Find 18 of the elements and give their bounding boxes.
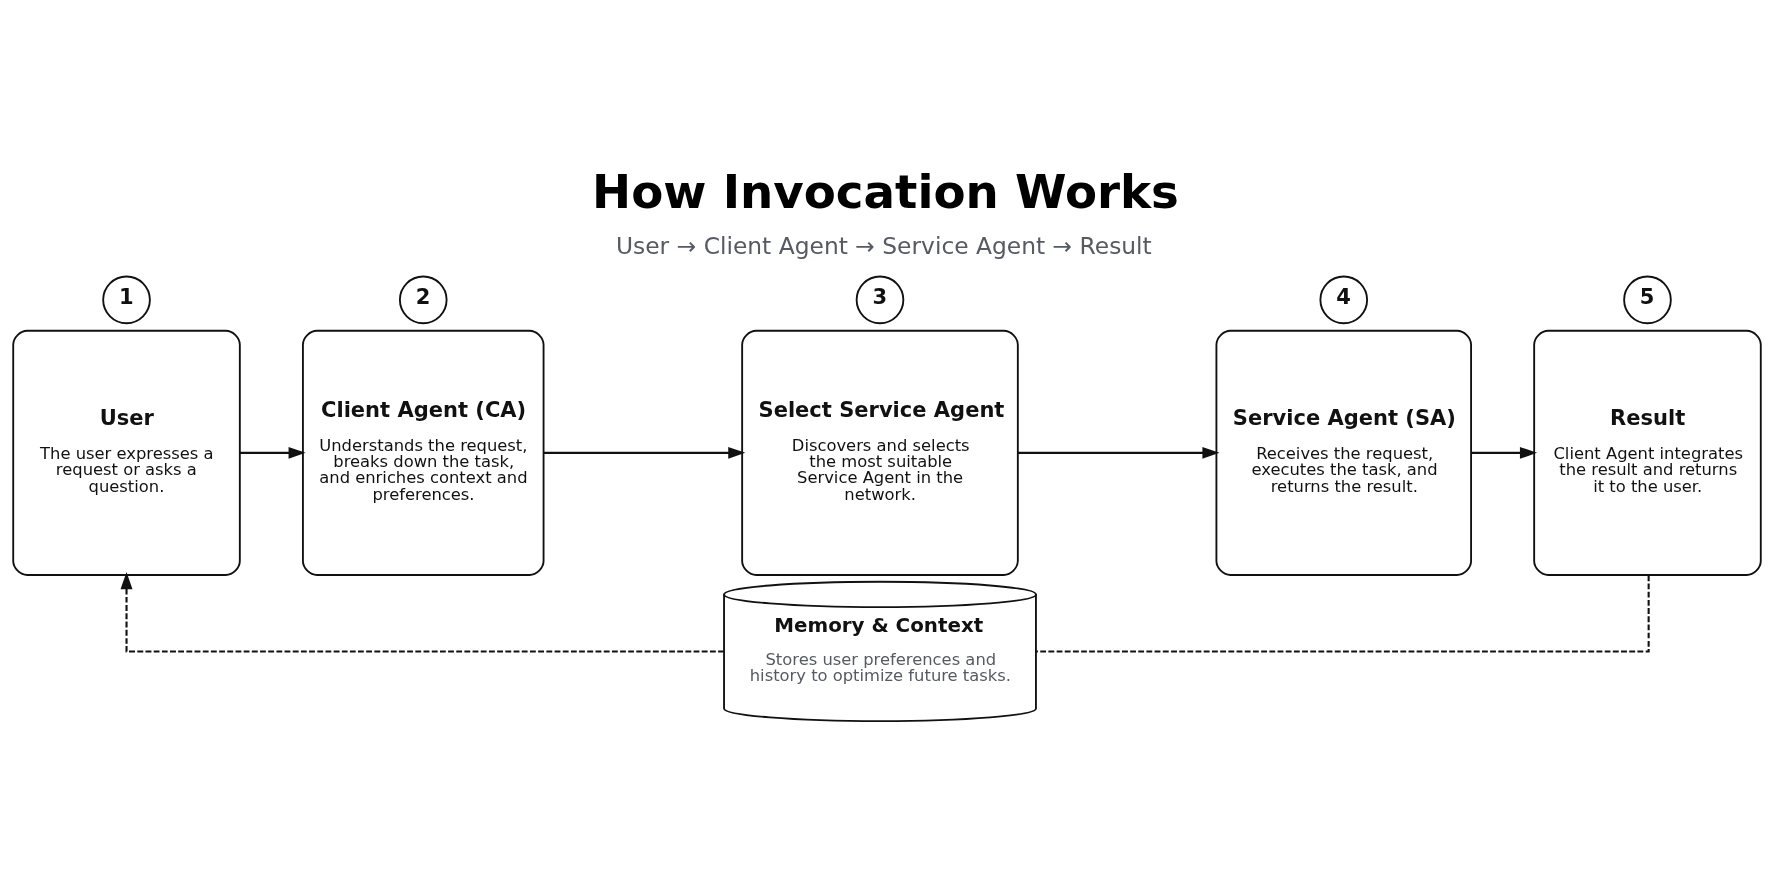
node-box: User The user expresses a request or asks a question. <box>12 329 241 576</box>
node-box: Client Agent (CA) Understands the request, breaks down the task, and enriches context and preferences. <box>302 329 545 576</box>
arrow <box>1017 446 1220 459</box>
node-circle: 5 <box>1623 275 1672 324</box>
arrow <box>543 446 746 459</box>
node-box: Select Service Agent Discovers and selects the most suitable Service Agent in the network. <box>741 329 1019 576</box>
node-circle: 3 <box>855 275 905 324</box>
node-circle: 1 <box>102 275 151 324</box>
arrow <box>1471 446 1537 459</box>
diagram-title: How Invocation Works <box>592 164 1179 219</box>
arrow <box>120 571 724 652</box>
node-box: Result Client Agent integrates the result and returns it to the user. <box>1533 329 1762 576</box>
node-circle: 2 <box>398 275 448 324</box>
node-circle: 4 <box>1319 275 1369 324</box>
label: User → Client Agent → Service Agent → Result <box>615 231 1152 260</box>
node-box: Service Agent (SA) Receives the request, executes the task, and returns the result. <box>1215 329 1472 576</box>
arrow <box>239 446 306 459</box>
connector <box>1036 574 1650 652</box>
